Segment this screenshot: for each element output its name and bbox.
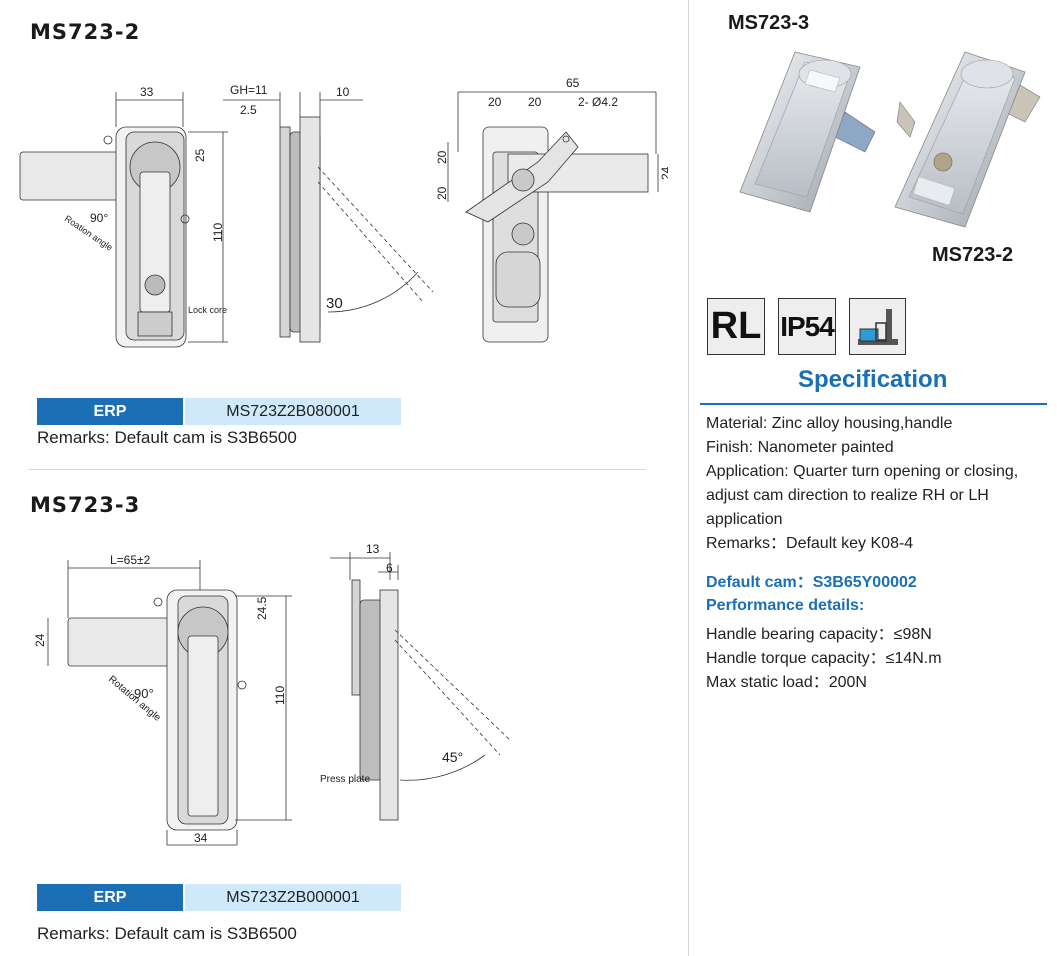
product-photo [739,51,1041,228]
dim-24: 24 [659,166,668,180]
ms723-2-technical-drawing: 33 GH=11 2.5 10 25 110 65 20 20 2- Ø4.2 … [19,76,668,348]
perf-static-load: Max static load：200N [706,674,867,691]
dim-13: 13 [366,542,380,556]
erp-label-2: ERP [37,884,183,911]
rl-badge: RL [707,298,765,355]
spec-application-3: application [706,511,783,528]
section2-title: MS723-3 [30,493,141,517]
dim-10: 10 [336,85,350,99]
photo-label-ms723-2: MS723-2 [932,244,1014,266]
dim-v20-b: 20 [435,186,449,200]
ip54-badge: IP54 [778,298,836,355]
panel-mount-icon [857,308,898,345]
dim-25: 25 [193,148,207,162]
lock-core-label: Lock core [188,305,227,315]
rotation-degree: 90° [134,686,154,701]
spec-application-2: adjust cam direction to realize RH or LH [706,487,989,504]
dim-v20-a: 20 [435,150,449,164]
spec-application-1: Application: Quarter turn opening or clo… [706,463,1019,480]
spec-lines: Material: Zinc alloy housing,handle Fini… [706,412,1046,556]
dim-2-5: 2.5 [240,103,257,117]
dim-30: 30 [326,295,343,312]
dim-110: 110 [273,686,287,705]
dim-33: 33 [140,85,154,99]
ms723-3-technical-drawing: L=65±2 24 24.5 110 34 13 6 45° Rotation … [33,542,511,846]
perf-bearing: Handle bearing capacity：≤98N [706,626,932,643]
spec-underline [700,403,1047,405]
mounting-icon [849,298,906,355]
dim-20-b: 20 [528,95,542,109]
default-cam: Default cam：S3B65Y00002 [706,574,917,591]
performance-title: Performance details: [706,597,865,614]
dim-24: 24 [33,633,47,647]
dim-110: 110 [211,223,225,242]
dim-65: 65 [566,76,580,90]
section-divider [28,469,646,470]
dim-6: 6 [386,561,393,575]
column-divider [688,0,689,956]
spec-material: Material: Zinc alloy housing,handle [706,415,953,432]
dim-hole: 2- Ø4.2 [578,95,618,109]
erp-value-1: MS723Z2B080001 [185,398,401,425]
dim-length: L=65±2 [110,553,151,567]
specification-title: Specification [798,366,948,393]
dim-24-5: 24.5 [255,596,269,620]
dim-20-a: 20 [488,95,502,109]
dim-45: 45° [442,749,463,765]
remark-1: Remarks: Default cam is S3B6500 [37,428,297,447]
remark-2: Remarks: Default cam is S3B6500 [37,924,297,943]
rotation-degree: 90° [90,211,108,225]
performance-lines: Handle bearing capacity：≤98N Handle torq… [706,623,1046,695]
erp-bar-1: ERP MS723Z2B080001 [37,398,401,425]
section1-title: MS723-2 [30,20,141,44]
dim-gh: GH=11 [230,83,268,97]
dim-34: 34 [194,831,208,845]
spec-finish: Finish: Nanometer painted [706,439,894,456]
perf-torque: Handle torque capacity：≤14N.m [706,650,942,667]
photo-label-ms723-3: MS723-3 [728,12,810,34]
erp-value-2: MS723Z2B000001 [185,884,401,911]
spec-remarks: Remarks：Default key K08-4 [706,535,914,552]
press-plate-label: Press plate [320,774,370,785]
erp-bar-2: ERP MS723Z2B000001 [37,884,401,911]
erp-label-1: ERP [37,398,183,425]
